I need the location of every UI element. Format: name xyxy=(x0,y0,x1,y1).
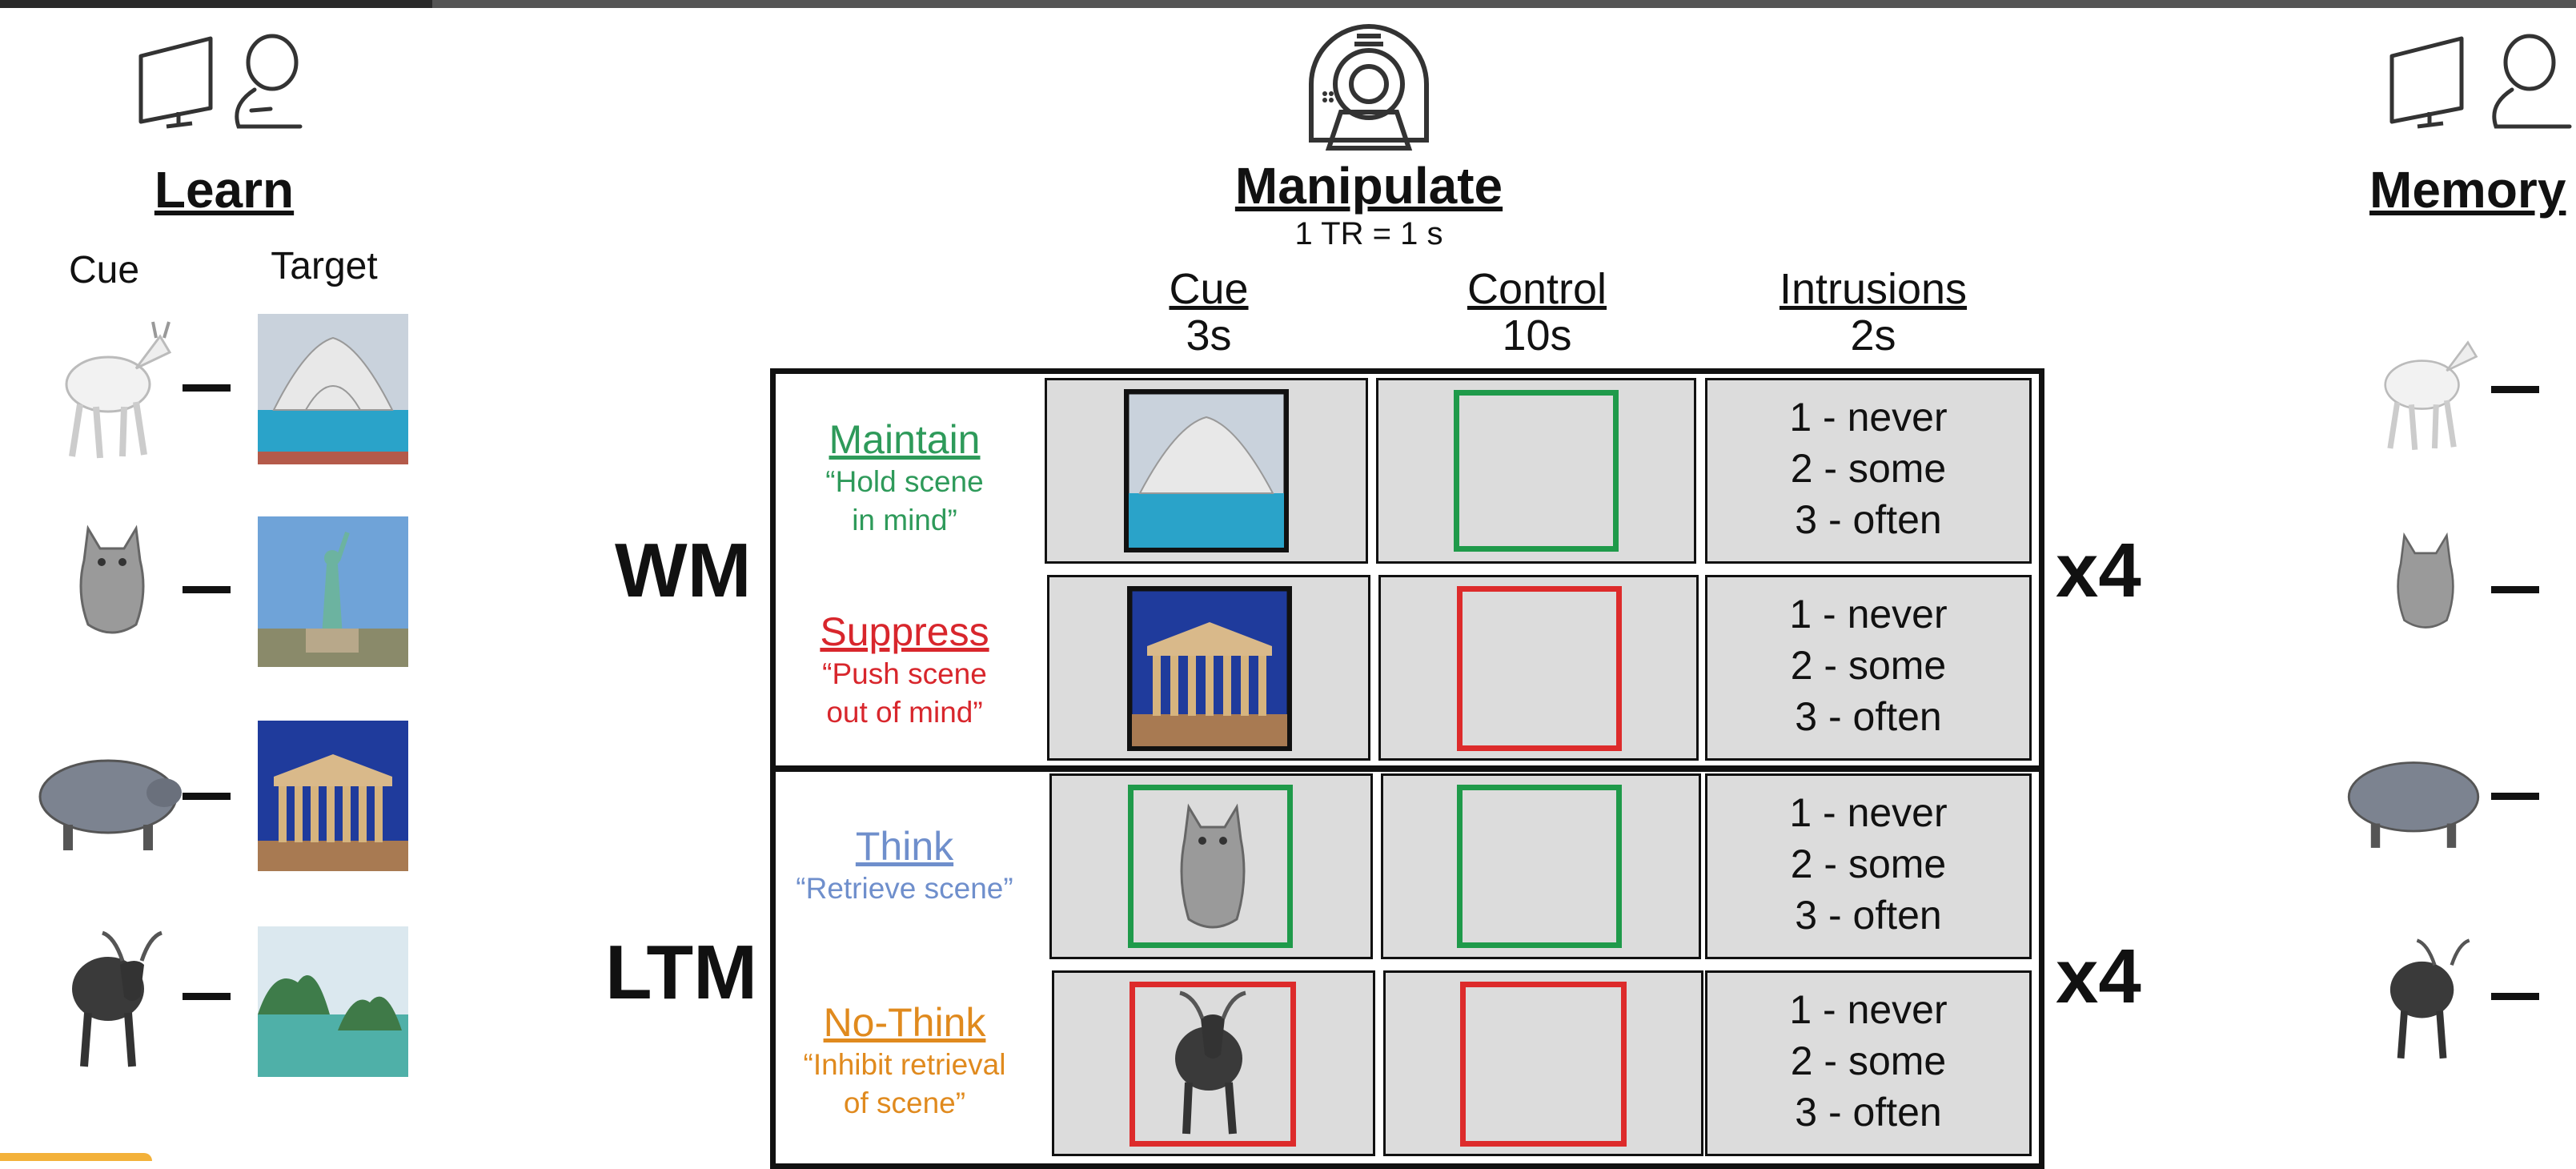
pair-dash xyxy=(183,793,231,800)
goat-image xyxy=(65,321,172,459)
cue-scene-parthenon xyxy=(1127,586,1292,751)
ltm-label: LTM xyxy=(605,930,758,1015)
cat-image xyxy=(2397,532,2454,629)
wm-repeat-label: x4 xyxy=(2056,528,2141,613)
monitor-icon xyxy=(2389,36,2464,129)
tapir-image xyxy=(38,759,182,850)
cue-ox-image xyxy=(1175,990,1246,1135)
corner-tab xyxy=(0,1153,152,1161)
cue-scene-lotus-temple xyxy=(1124,389,1289,552)
condition-think: Think “Retrieve scene” xyxy=(796,824,1013,905)
cue-cat-image xyxy=(1180,803,1246,929)
lotus-temple-image xyxy=(258,314,408,464)
parthenon-image xyxy=(258,721,408,871)
top-bar-accent xyxy=(0,0,432,8)
goat-image xyxy=(2384,340,2478,451)
memory-heading-wrap: Memory xyxy=(2369,160,2576,224)
manipulate-heading: Manipulate xyxy=(1234,157,1503,215)
mri-scanner-icon xyxy=(1309,23,1429,151)
pair-dash xyxy=(183,384,231,392)
condition-suppress: Suppress “Push scene out of mind” xyxy=(820,609,989,729)
person-icon xyxy=(2492,34,2572,129)
learn-heading: Learn xyxy=(154,161,295,219)
control-frame-green xyxy=(1454,390,1619,552)
condition-no-think: No-Think “Inhibit retrieval of scene” xyxy=(803,1000,1006,1119)
control-frame-red xyxy=(1460,982,1627,1147)
cat-image xyxy=(79,524,145,634)
tapir-image xyxy=(2347,761,2480,848)
monitor-icon xyxy=(138,36,213,129)
pair-dash xyxy=(2491,386,2539,393)
person-icon xyxy=(235,34,303,129)
ox-image xyxy=(72,930,163,1067)
pair-dash xyxy=(2491,993,2539,1000)
condition-maintain: Maintain “Hold scene in mind” xyxy=(825,417,984,536)
control-frame-red xyxy=(1457,586,1622,751)
cue-label: Cue xyxy=(68,249,140,291)
pair-dash xyxy=(183,993,231,1000)
statue-of-liberty-image xyxy=(258,516,408,667)
wm-label: WM xyxy=(615,528,752,613)
ltm-repeat-label: x4 xyxy=(2056,934,2141,1019)
control-frame-green xyxy=(1457,785,1622,948)
tr-note: 1 TR = 1 s xyxy=(1294,216,1443,251)
top-bar xyxy=(0,0,2576,8)
ox-image xyxy=(2389,938,2470,1059)
wm-ltm-divider xyxy=(770,765,2044,772)
memory-heading: Memory xyxy=(2369,161,2566,219)
pair-dash xyxy=(183,586,231,593)
target-label: Target xyxy=(271,245,378,287)
pair-dash xyxy=(2491,586,2539,593)
halong-bay-image xyxy=(258,926,408,1077)
pair-dash xyxy=(2491,793,2539,800)
